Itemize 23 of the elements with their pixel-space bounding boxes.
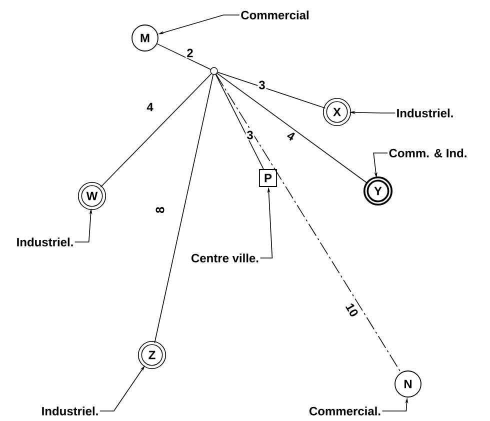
station-label: Commercial. xyxy=(309,406,380,416)
edge-label: 4 xyxy=(284,129,298,143)
station-label: Commercial xyxy=(241,10,308,20)
station-label: Centre ville. xyxy=(191,254,258,262)
connector-line xyxy=(100,73,212,188)
station-label: Industriel. xyxy=(397,108,453,118)
connector-line xyxy=(215,74,264,170)
station-label: Industriel. xyxy=(17,238,73,246)
connector-line xyxy=(217,72,326,108)
edge-label: 3 xyxy=(258,80,266,90)
connector-line xyxy=(216,74,402,373)
edge-label: 3 xyxy=(246,130,254,140)
edge-label: 4 xyxy=(146,102,154,112)
edge-label: 2 xyxy=(186,48,194,58)
station-label: Industriel. xyxy=(42,406,98,416)
station-label: Comm. & Ind. xyxy=(389,148,466,158)
edge-label: 10 xyxy=(344,300,360,320)
edge-label: 8 xyxy=(154,206,166,214)
connector-line xyxy=(156,43,211,70)
connector-line xyxy=(154,74,214,344)
station-box: P xyxy=(259,169,277,187)
connector-line xyxy=(216,72,368,184)
junction-circle xyxy=(210,67,218,75)
